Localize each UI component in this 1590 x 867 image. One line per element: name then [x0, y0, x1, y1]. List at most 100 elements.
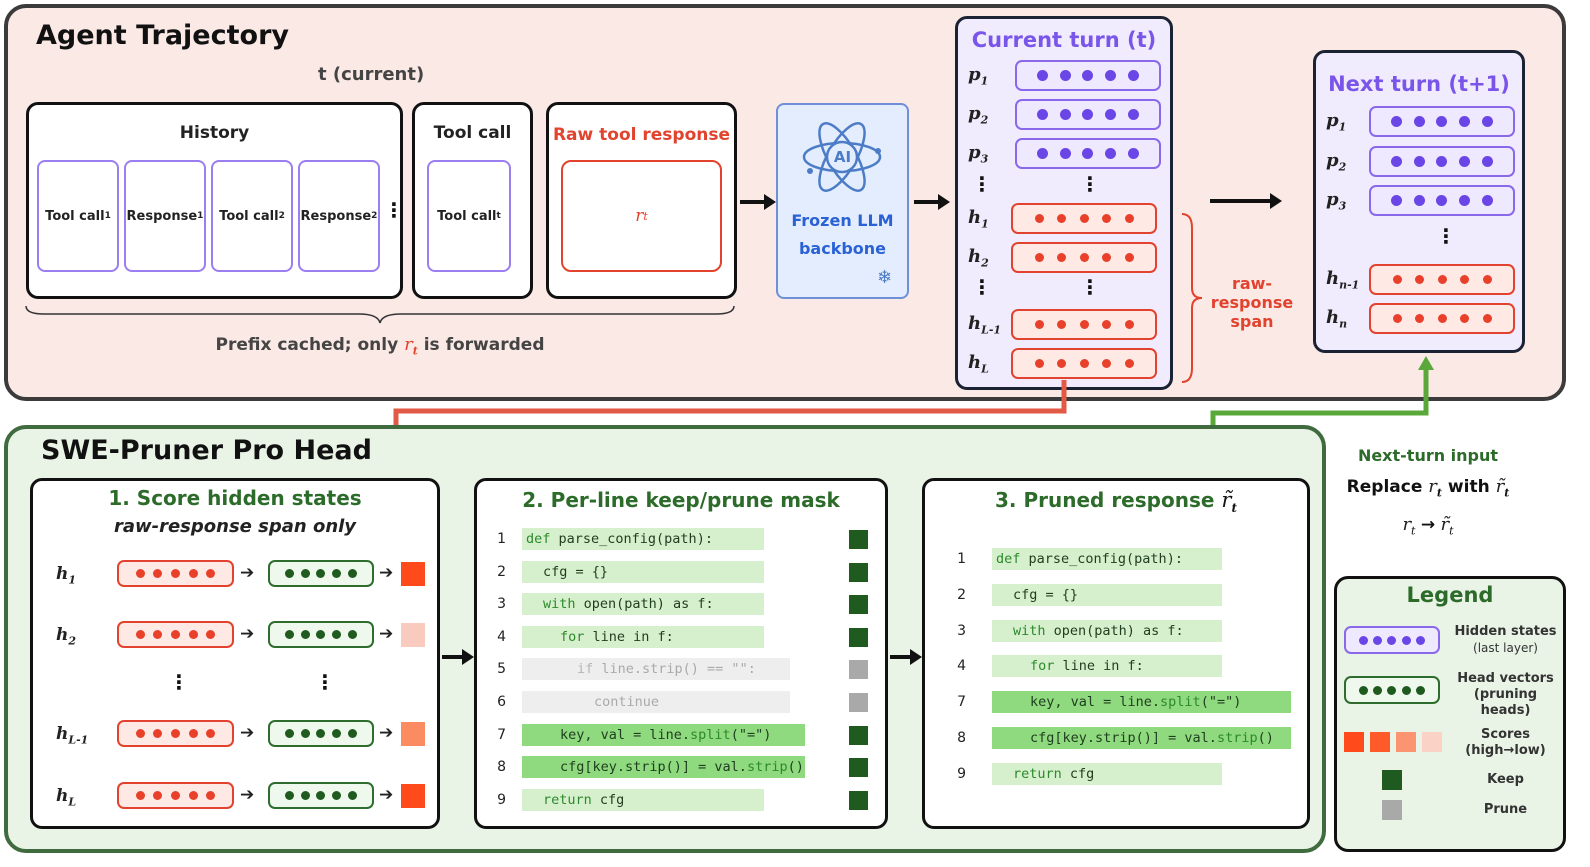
row-label-sub: L-1 — [981, 323, 1002, 337]
hidden-state-pill — [117, 621, 234, 648]
row-label-symbol: h — [56, 564, 69, 584]
dot — [1460, 275, 1469, 284]
dot — [1034, 359, 1044, 368]
next-turn-title: Next turn (t+1) — [1328, 72, 1510, 96]
row-label-sub: L — [981, 362, 989, 376]
line-number: 5 — [497, 661, 506, 678]
dot — [332, 630, 342, 639]
agent-trajectory-title: Agent Trajectory — [36, 20, 289, 51]
next-turn-input-label: Next-turn input — [1357, 446, 1499, 465]
dot — [284, 791, 294, 800]
line-number: 8 — [957, 730, 966, 746]
code-text: key, val = line. — [1030, 694, 1161, 711]
row-label-hL: hL — [56, 786, 76, 808]
head-vector-pill — [268, 782, 374, 809]
legend-hidden-label: Hidden states (last layer) — [1448, 624, 1563, 656]
row-label-hn-1: hn-1 — [1326, 268, 1359, 292]
row-label-sub: 1 — [980, 74, 989, 88]
row-label-p1: p1 — [1326, 110, 1346, 134]
code-line: for line in f: — [992, 655, 1222, 678]
dot — [1034, 214, 1044, 223]
dot — [348, 569, 358, 578]
dot — [1392, 275, 1402, 284]
row-label-sub: L — [68, 795, 77, 809]
dot — [1102, 214, 1111, 223]
replace-rt-sub: t — [1504, 486, 1510, 500]
code-method: strip — [746, 759, 788, 776]
line-number: 3 — [497, 596, 506, 613]
code-text: cfg[key.strip()] = val. — [560, 759, 747, 776]
score-subtitle: raw-response span only — [113, 516, 357, 537]
dot — [206, 791, 216, 800]
row-label-sub: 3 — [1338, 199, 1347, 213]
legend-hidden-pill — [1344, 626, 1440, 654]
dot — [1079, 320, 1089, 329]
row-label-p2: p2 — [1326, 150, 1346, 174]
code-text: continue — [594, 694, 660, 710]
legend-head-line3: heads) — [1480, 703, 1531, 718]
hidden-state-pill — [1369, 303, 1515, 334]
row-label-hL-1: hL-1 — [968, 313, 1001, 337]
row-label-sub: 1 — [68, 573, 77, 587]
row-label-hn: hn — [1326, 307, 1347, 331]
span-label-line1: raw- — [1231, 274, 1273, 293]
dot — [1436, 116, 1448, 127]
dot — [348, 729, 358, 738]
keep-mark — [849, 790, 868, 810]
arrow-step2-to-step3 — [890, 649, 922, 665]
prompt-state-pill — [1015, 138, 1161, 169]
code-tail: ("=") — [1200, 694, 1242, 711]
pruned-title-symbol: r̃ — [1221, 488, 1232, 512]
hidden-state-pill — [117, 560, 234, 587]
snowflake-icon: ❄ — [877, 267, 893, 288]
row-label-sub: L-1 — [68, 733, 89, 747]
prompt-state-pill — [1369, 146, 1515, 177]
dot — [300, 630, 310, 639]
dot — [1459, 195, 1471, 206]
dot — [170, 630, 180, 639]
history-card-sub: 2 — [278, 211, 285, 221]
code-method: split — [1160, 694, 1201, 711]
keep-mark — [849, 627, 868, 647]
dot — [1482, 275, 1492, 284]
dot — [1124, 253, 1134, 262]
code-tail: () — [1257, 730, 1274, 746]
dot — [1082, 70, 1094, 81]
line-number: 2 — [497, 563, 506, 580]
history-card-sub: 2 — [371, 211, 378, 221]
arrow-right-icon: ➔ — [240, 563, 255, 583]
hidden-state-pill — [1011, 203, 1157, 234]
arrow-right-icon: ➔ — [379, 624, 394, 644]
code-line: continue — [522, 691, 790, 713]
row-label-symbol: h — [968, 352, 982, 373]
ai-atom-icon — [802, 122, 882, 192]
code-line: cfg = {} — [522, 560, 764, 583]
dot — [316, 729, 326, 738]
dot — [1124, 320, 1134, 329]
prefix-brace — [25, 305, 735, 324]
code-method: strip — [1216, 730, 1258, 746]
toolcall-t-sub: t — [496, 211, 501, 221]
dot — [1460, 314, 1469, 323]
span-label: raw- response span — [1204, 274, 1300, 331]
code-keyword: with — [1013, 622, 1046, 639]
dot — [1057, 359, 1066, 368]
code-line: if line.strip() == "": — [522, 658, 790, 681]
hidden-state-pill — [1011, 348, 1157, 379]
legend-box — [1334, 576, 1566, 852]
keep-mark — [849, 562, 868, 582]
legend-hidden-line1: Hidden states — [1454, 624, 1557, 639]
replace-mid: with — [1447, 477, 1490, 497]
dot — [170, 729, 180, 738]
dot — [1413, 156, 1425, 167]
dot — [332, 791, 342, 800]
code-text: parse_config(path): — [550, 531, 713, 547]
score-title: 1. Score hidden states — [108, 486, 362, 510]
brace-caption: Prefix cached; only rt is forwarded — [24, 334, 736, 357]
dot — [1036, 148, 1048, 159]
row-label-symbol: h — [1326, 307, 1340, 328]
dot — [1128, 109, 1140, 120]
